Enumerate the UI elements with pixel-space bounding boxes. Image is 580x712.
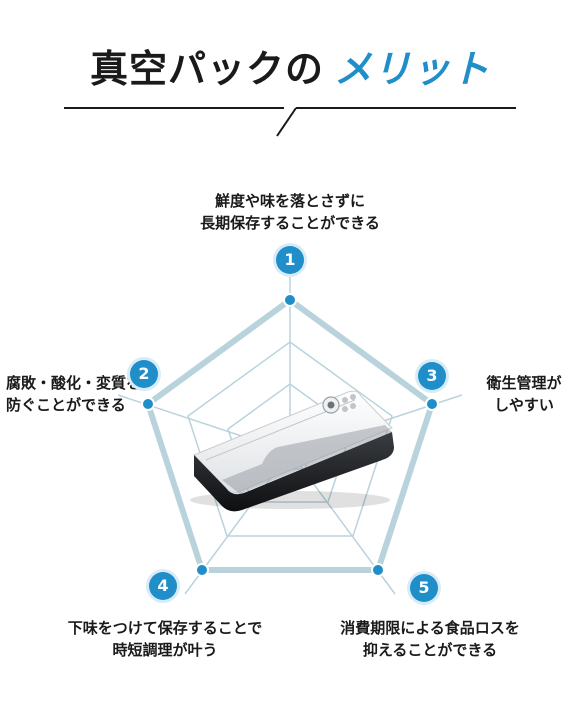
title-accent: メリット (334, 47, 491, 91)
merit-4-line-1: 下味をつけて保存することで (67, 619, 263, 637)
merit-2-line-1: 腐敗・酸化・変質を (6, 374, 142, 392)
merit-1-badge: 1 (276, 246, 304, 274)
merit-2-label: 腐敗・酸化・変質を 防ぐことができる (6, 372, 142, 416)
merit-1-line-1: 鮮度や味を落とさずに (214, 192, 365, 210)
title-main: 真空パックの (89, 47, 324, 91)
vacuum-sealer-icon (190, 390, 394, 512)
radar-ring-2 (187, 341, 393, 537)
title-divider (64, 107, 516, 137)
merit-3-line-2: しやすい (494, 396, 554, 414)
page-title: 真空パックのメリット (0, 38, 580, 93)
merit-4-line-2: 時短調理が叶う (112, 641, 218, 659)
merit-3-line-1: 衛生管理が (486, 374, 562, 392)
merit-1-line-2: 長期保存することができる (200, 214, 380, 232)
merit-3-badge: 3 (418, 362, 446, 390)
radar-outer-pentagon (145, 297, 435, 573)
merit-5-line-2: 抑えることができる (362, 641, 498, 659)
merit-1-label: 鮮度や味を落とさずに 長期保存することができる (180, 190, 400, 234)
merit-4-badge: 4 (149, 572, 177, 600)
merit-5-label: 消費期限による食品ロスを 抑えることができる (305, 617, 555, 661)
merit-5-badge: 5 (410, 574, 438, 602)
merit-5-line-1: 消費期限による食品ロスを (340, 619, 520, 637)
radar-vertex-dots (141, 293, 439, 577)
merit-2-line-2: 防ぐことができる (6, 396, 126, 414)
merit-3-label: 衛生管理が しやすい (474, 372, 574, 416)
merit-4-label: 下味をつけて保存することで 時短調理が叶う (40, 617, 290, 661)
merit-2-badge: 2 (130, 360, 158, 388)
